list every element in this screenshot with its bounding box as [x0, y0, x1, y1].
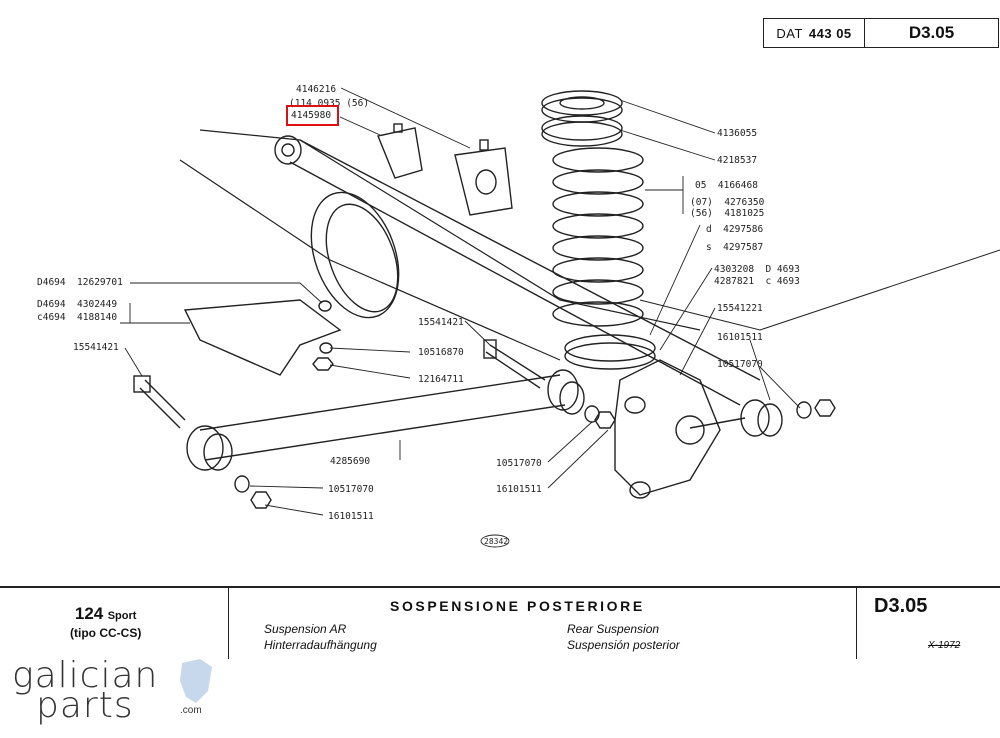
model-block: 124 Sport (tipo CC-CS) — [70, 604, 141, 640]
callout-part-number: (56) 4181025 — [690, 208, 765, 219]
map-shape-icon — [180, 659, 212, 703]
model-number: 124 — [74, 604, 104, 623]
logo-line-2: parts — [36, 685, 134, 726]
callout-part-number: 10516870 — [418, 347, 464, 358]
callout-part-number: 05 4166468 — [695, 180, 758, 191]
callout-part-number: 4136055 — [717, 128, 758, 139]
footer-date: X-1972 — [928, 640, 961, 651]
model-sub: (tipo CC-CS) — [70, 626, 142, 640]
callout-part-number: 10517070 — [496, 458, 542, 469]
title-italian: Suspension AR — [264, 622, 347, 636]
page-title: SOSPENSIONE POSTERIORE — [390, 598, 645, 614]
callout-part-number: 4303208 D 4693 — [714, 264, 800, 275]
callout-part-number: D4694 4302449 — [37, 299, 118, 310]
galicianparts-logo: galician parts .com — [10, 655, 220, 733]
callout-part-number: 16101511 — [328, 511, 374, 522]
header-ref-number: 443 05 — [808, 25, 852, 41]
callout-part-number: D4694 12629701 — [37, 277, 123, 288]
footer-divider — [0, 586, 1000, 588]
callout-part-number: (114 0935 (56) — [289, 98, 370, 109]
callout-part-number: 16101511 — [496, 484, 542, 495]
footer-page-code: D3.05 — [874, 595, 928, 617]
title-spanish: Suspensión posterior — [567, 638, 680, 652]
title-german: Hinterradaufhängung — [264, 638, 377, 652]
callout-part-number: c4694 4188140 — [37, 312, 118, 323]
highlight-box — [286, 105, 339, 126]
callout-part-number: 15541421 — [73, 342, 119, 353]
header-reference-box: DAT 443 05 D3.05 — [763, 18, 999, 48]
footer-column-divider — [228, 587, 229, 659]
model-suffix: Sport — [107, 610, 137, 622]
callout-part-number: 10517070 — [328, 484, 374, 495]
callout-part-number: 15541421 — [418, 317, 464, 328]
callout-part-number: 10517070 — [717, 359, 763, 370]
callout-part-number: 4287821 c 4693 — [714, 276, 800, 287]
callout-part-number: 4146216 — [296, 84, 337, 95]
callout-part-number: (07) 4276350 — [690, 197, 765, 208]
callout-part-number: 12164711 — [418, 374, 464, 385]
callout-part-number: 4218537 — [717, 155, 758, 166]
callout-part-number: 15541221 — [717, 303, 763, 314]
callout-part-number: d 4297586 — [706, 224, 764, 235]
header-page-code: D3.05 — [908, 23, 955, 42]
header-ref: DAT 443 05 — [764, 19, 865, 47]
callout-part-number-highlighted: 4145980 — [291, 110, 332, 121]
logo-domain: .com — [180, 705, 202, 716]
callout-part-number: 4285690 — [330, 456, 371, 467]
callout-part-number: 16101511 — [717, 332, 763, 343]
footer-column-divider — [856, 587, 857, 659]
drawing-number: 28342 — [484, 537, 509, 546]
header-ref-label: DAT — [776, 25, 803, 41]
title-english: Rear Suspension — [567, 622, 660, 636]
suspension-exploded-drawing — [120, 87, 1000, 548]
callout-part-number: s 4297587 — [706, 242, 764, 253]
logo-line-1: galician — [12, 655, 159, 696]
